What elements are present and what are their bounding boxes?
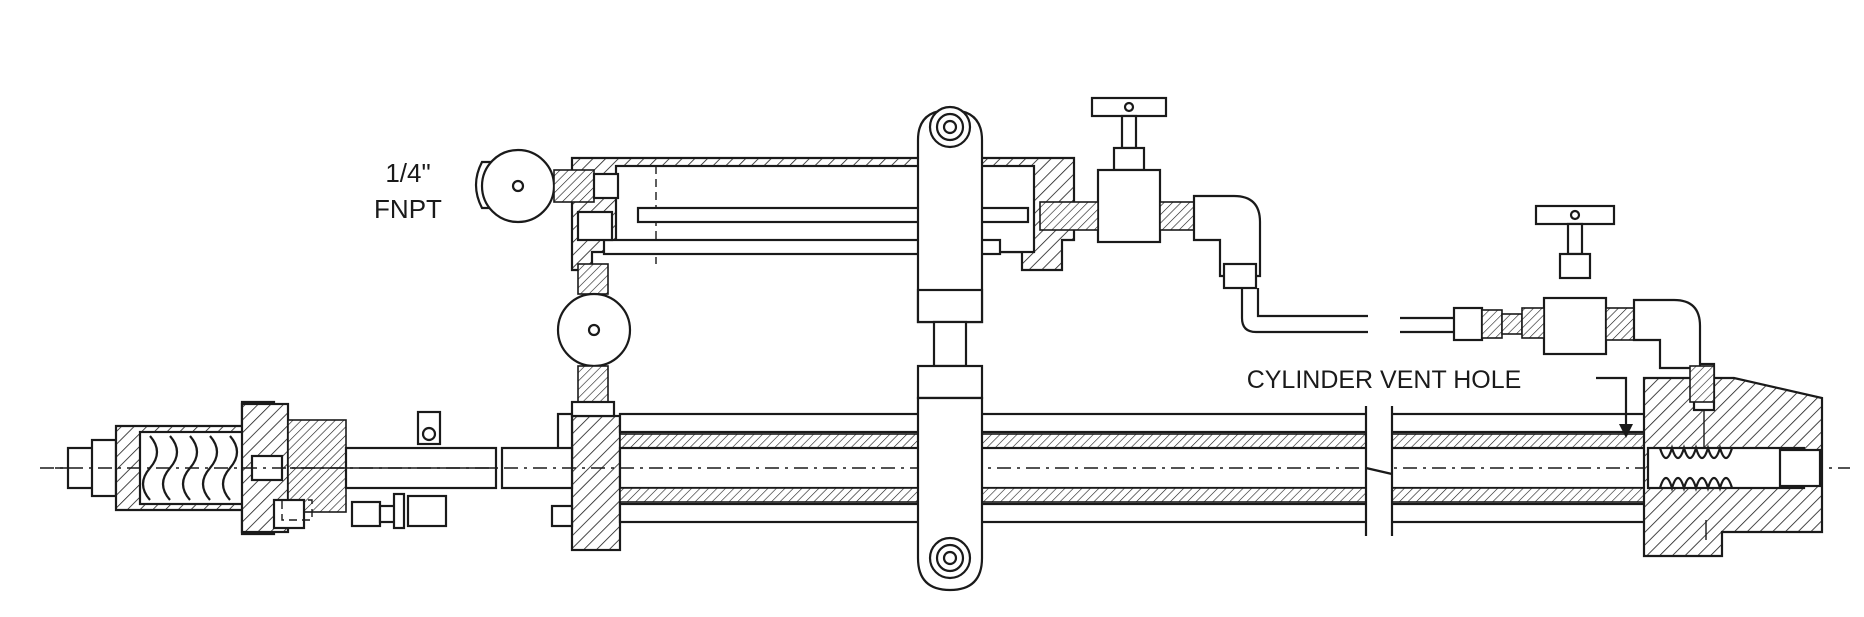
sample-cylinder: [40, 406, 1850, 552]
fitting-thread-label: FNPT: [374, 194, 442, 224]
measuring-cylinder: [570, 156, 1076, 272]
gauge-fitting-lower: [556, 263, 632, 418]
needle-valve-top: [1039, 96, 1368, 334]
fitting-size-label: 1/4": [385, 158, 430, 188]
cylinder-end-cap: [1642, 362, 1824, 558]
vent-hole-callout: [1596, 376, 1633, 438]
cylinder-clamp: [916, 105, 984, 592]
vent-hole-label: CYLINDER VENT HOLE: [1247, 366, 1522, 394]
gauge-fitting-top: [474, 148, 620, 224]
needle-valve-right: [1400, 204, 1715, 403]
